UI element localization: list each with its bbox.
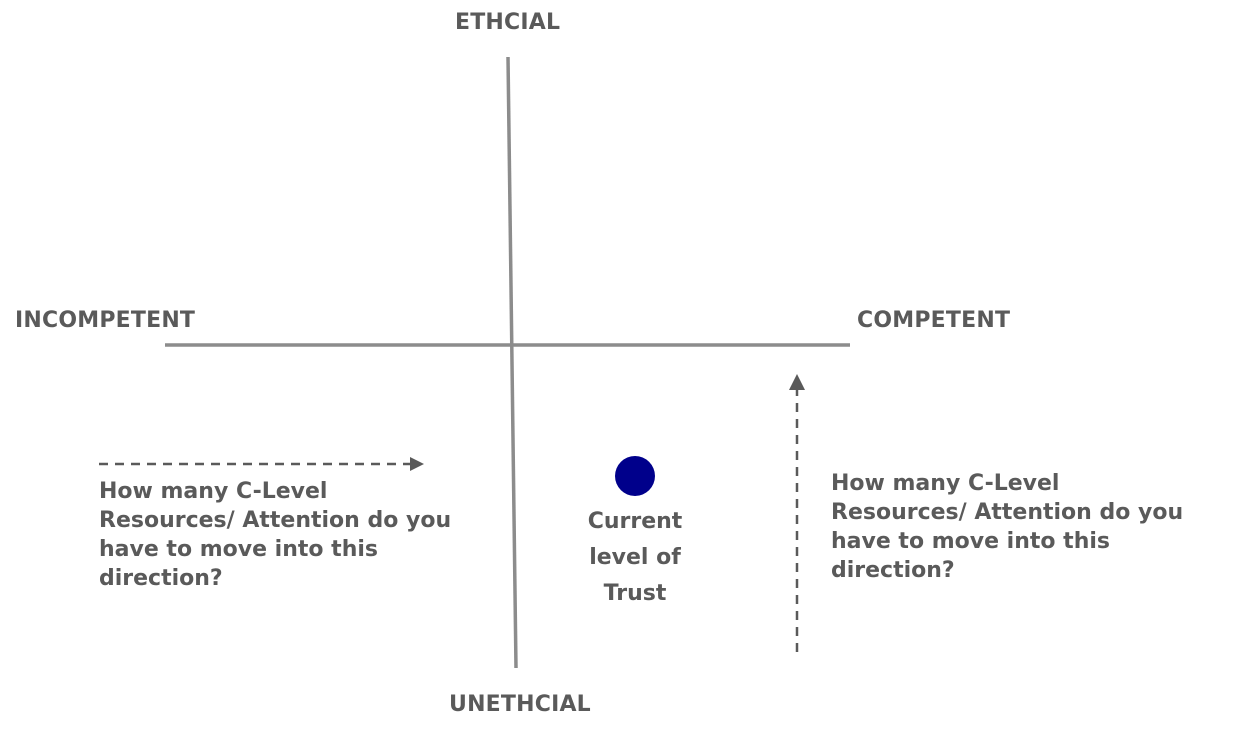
left-question-line-3: have to move into this direction? (99, 537, 378, 591)
trust-marker-dot (615, 456, 655, 496)
right-question-line-2: Resources/ Attention do you (831, 500, 1184, 525)
trust-label-line-1: Current (587, 509, 683, 534)
right-question-text: How many C-Level Resources/ Attention do… (831, 469, 1231, 585)
incompetent-label: INCOMPETENT (15, 308, 196, 333)
trust-label-line-3: Trust (603, 581, 667, 606)
right-question-line-3: have to move into this direction? (831, 529, 1110, 583)
right-question-line-1: How many C-Level (831, 471, 1060, 496)
competent-label: COMPETENT (857, 308, 1011, 333)
unethical-label: UNETHCIAL (449, 692, 591, 717)
trust-label-line-2: level of (589, 545, 681, 570)
left-question-line-2: Resources/ Attention do you (99, 508, 452, 533)
vertical-axis (506, 56, 518, 669)
left-question-text: How many C-Level Resources/ Attention do… (99, 477, 499, 593)
left-question-line-1: How many C-Level (99, 479, 328, 504)
arrow-right-head-icon (410, 457, 424, 471)
arrow-up-head-icon (789, 374, 805, 390)
trust-marker-label: Current level of Trust (575, 504, 695, 612)
ethical-label: ETHCIAL (455, 10, 561, 35)
